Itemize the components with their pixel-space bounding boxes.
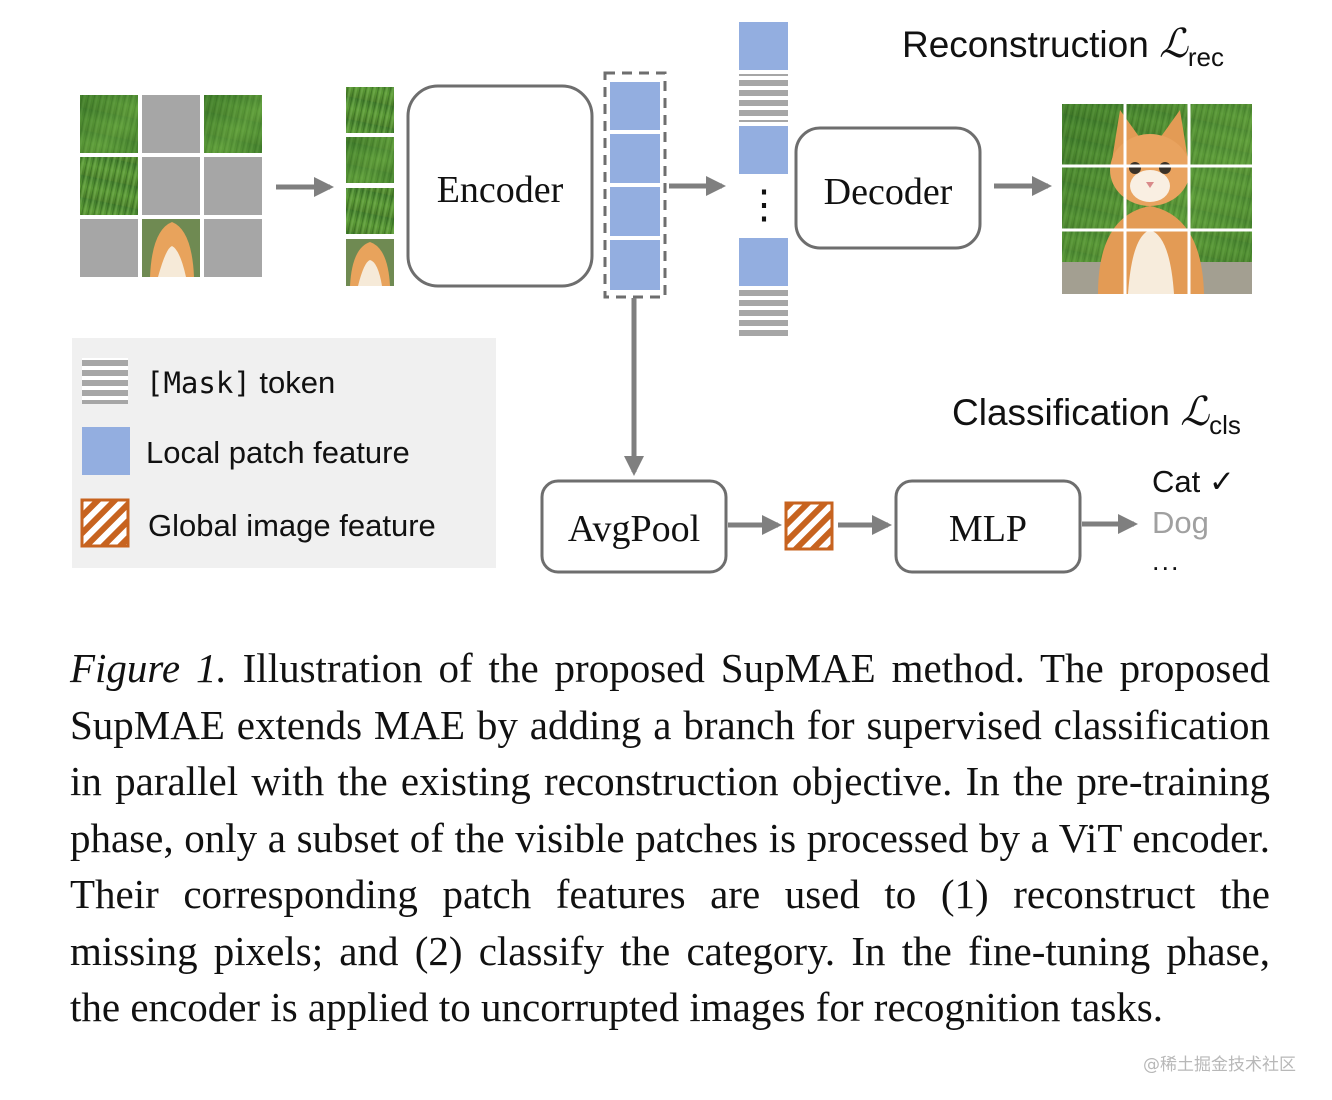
class-outputs: Cat ✓ Dog ...	[1152, 464, 1235, 576]
visible-patches	[346, 87, 394, 286]
reconstruction-loss-subscript: rec	[1188, 42, 1224, 72]
reconstructed-cat-image	[1062, 104, 1252, 294]
legend-global-image-swatch	[80, 498, 130, 548]
decoder-label: Decoder	[824, 171, 953, 213]
legend-mask-token-label: [Mask] token	[146, 365, 335, 400]
mlp-label: MLP	[949, 508, 1027, 550]
encoded-tokens	[603, 71, 667, 299]
encoder-block: Encoder	[406, 84, 594, 288]
figure-caption-body: Illustration of the proposed SupMAE meth…	[70, 645, 1270, 1030]
figure-caption-lead: Figure 1.	[70, 645, 227, 691]
avgpool-label: AvgPool	[568, 508, 700, 550]
avgpool-block: AvgPool	[540, 479, 728, 574]
supmae-diagram: Encoder ⋮ Decoder Reconstruction ℒrec	[72, 21, 1252, 576]
mlp-block: MLP	[894, 479, 1082, 574]
watermark: @稀土掘金技术社区	[1143, 1055, 1296, 1075]
legend-local-patch-label: Local patch feature	[146, 435, 410, 470]
figure-caption: Figure 1. Illustration of the proposed S…	[70, 640, 1270, 1036]
vertical-ellipsis: ⋮	[744, 182, 784, 227]
output-cat: Cat ✓	[1152, 464, 1235, 499]
reconstruction-title: Reconstruction ℒrec	[902, 21, 1224, 72]
decoder-input-tokens: ⋮	[739, 22, 788, 336]
reconstruction-grid-lines	[1062, 104, 1252, 294]
legend-local-patch-swatch	[82, 427, 130, 475]
legend-mask-token-swatch	[82, 358, 128, 404]
global-image-feature	[784, 501, 834, 551]
legend-global-image-label: Global image feature	[148, 508, 436, 543]
decoder-block: Decoder	[794, 126, 982, 250]
legend: [Mask] token Local patch feature Global …	[72, 338, 496, 568]
encoder-label: Encoder	[437, 169, 564, 211]
classification-loss-subscript: cls	[1209, 410, 1241, 440]
reconstruction-loss-symbol: ℒ	[1159, 21, 1189, 67]
output-more: ...	[1152, 546, 1181, 576]
classification-loss-symbol: ℒ	[1180, 389, 1210, 435]
classification-title: Classification ℒcls	[952, 389, 1241, 440]
masked-input-image	[80, 95, 262, 277]
output-dog: Dog	[1152, 505, 1209, 540]
